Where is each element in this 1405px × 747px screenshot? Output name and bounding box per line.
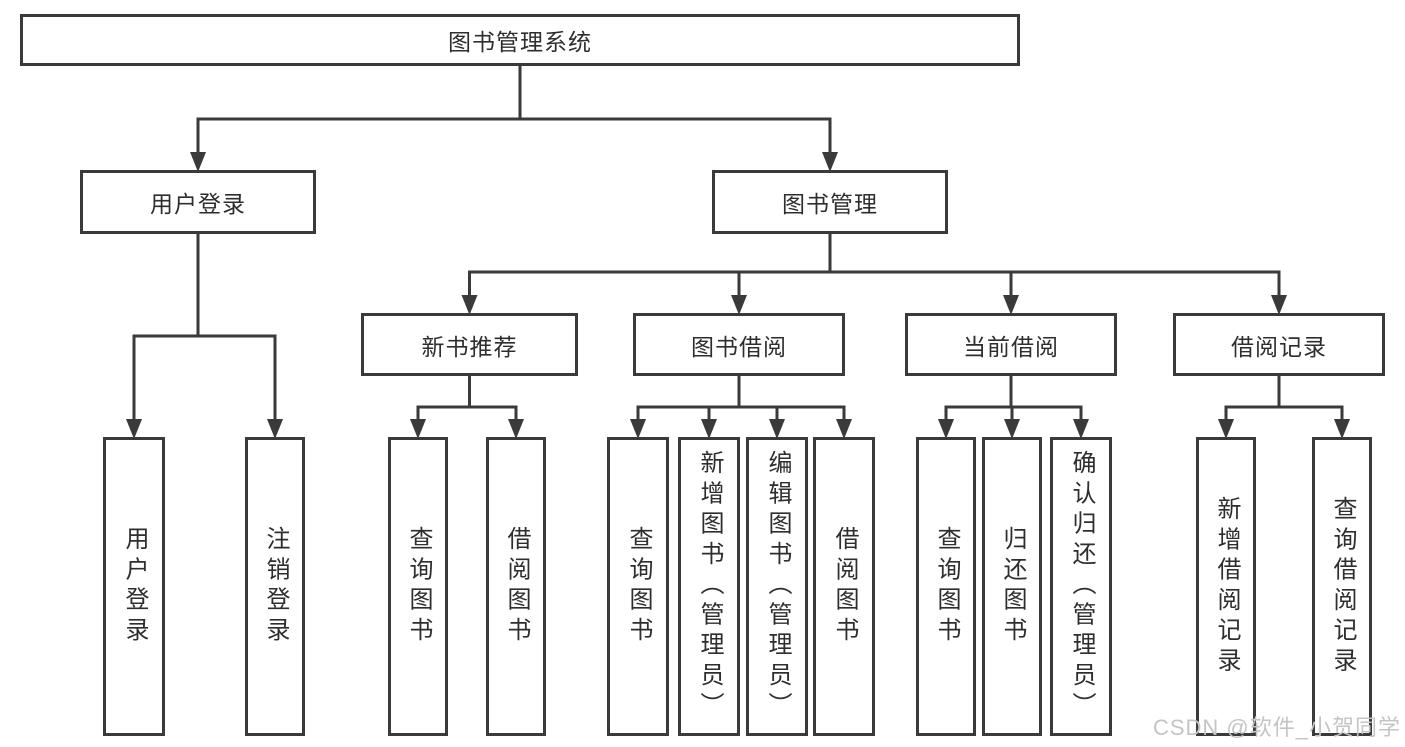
node-label: 新增图书（管理员） <box>696 450 723 723</box>
node-label: 查询图书 <box>405 526 432 647</box>
arrowhead-icon <box>267 419 283 439</box>
node-label: 当前借阅 <box>963 333 1059 360</box>
node-label: 用户登录 <box>150 191 246 217</box>
node-label: 借阅记录 <box>1231 333 1327 360</box>
node-user-login: 用户登录 <box>80 170 316 234</box>
arrowhead-icon <box>1218 419 1234 439</box>
arrowhead-icon <box>769 419 785 439</box>
node-leaf-logout: 注销登录 <box>245 437 305 736</box>
node-label: 查询图书 <box>933 526 960 647</box>
csdn-watermark: CSDN @软件_小贺同学 <box>1152 715 1401 740</box>
node-label: 用户登录 <box>121 526 148 647</box>
node-label: 图书管理 <box>782 191 878 217</box>
arrowhead-icon <box>508 419 524 439</box>
arrowhead-icon <box>126 419 142 439</box>
node-br-add-record: 新增借阅记录 <box>1196 437 1256 736</box>
node-label: 注销登录 <box>262 526 289 647</box>
node-label: 图书管理系统 <box>448 29 592 55</box>
node-cb-confirm-return: 确认归还（管理员） <box>1050 437 1112 736</box>
node-label: 归还图书 <box>999 526 1026 647</box>
node-label: 查询借阅记录 <box>1329 495 1356 678</box>
node-label: 编辑图书（管理员） <box>764 450 791 723</box>
node-label: 图书借阅 <box>691 333 787 360</box>
arrowhead-icon <box>1003 295 1019 315</box>
node-label: 新增借阅记录 <box>1213 495 1240 678</box>
node-root: 图书管理系统 <box>20 14 1020 66</box>
node-label: 确认归还（管理员） <box>1068 450 1095 723</box>
node-bb-borrow-books: 借阅图书 <box>813 437 875 736</box>
node-cb-return-books: 归还图书 <box>982 437 1042 736</box>
arrowhead-icon <box>410 419 426 439</box>
arrowhead-icon <box>938 419 954 439</box>
node-br-query-record: 查询借阅记录 <box>1312 437 1372 736</box>
arrowhead-icon <box>836 419 852 439</box>
node-label: 借阅图书 <box>831 526 858 647</box>
node-bb-edit-books: 编辑图书（管理员） <box>746 437 808 736</box>
node-label: 借阅图书 <box>503 526 530 647</box>
node-leaf-user-login: 用户登录 <box>103 437 165 736</box>
node-cb-query-books: 查询图书 <box>916 437 976 736</box>
arrowhead-icon <box>701 419 717 439</box>
node-book-mgmt: 图书管理 <box>712 170 948 234</box>
node-nbr-query-books: 查询图书 <box>388 437 448 736</box>
node-bb-query-books: 查询图书 <box>607 437 669 736</box>
arrowhead-icon <box>630 419 646 439</box>
arrowhead-icon <box>1073 419 1089 439</box>
node-label: 查询图书 <box>625 526 652 647</box>
arrowhead-icon <box>731 295 747 315</box>
node-borrow-records: 借阅记录 <box>1173 313 1385 376</box>
node-bb-add-books: 新增图书（管理员） <box>678 437 740 736</box>
arrowhead-icon <box>1004 419 1020 439</box>
node-new-book-rec: 新书推荐 <box>361 313 578 376</box>
node-current-borrow: 当前借阅 <box>905 313 1117 376</box>
arrowhead-icon <box>1334 419 1350 439</box>
node-book-borrow: 图书借阅 <box>633 313 845 376</box>
arrowhead-icon <box>822 152 838 172</box>
arrowhead-icon <box>461 295 478 315</box>
arrowhead-icon <box>190 152 206 172</box>
node-nbr-borrow-books: 借阅图书 <box>486 437 546 736</box>
arrowhead-icon <box>1271 295 1287 315</box>
node-label: 新书推荐 <box>421 333 518 360</box>
